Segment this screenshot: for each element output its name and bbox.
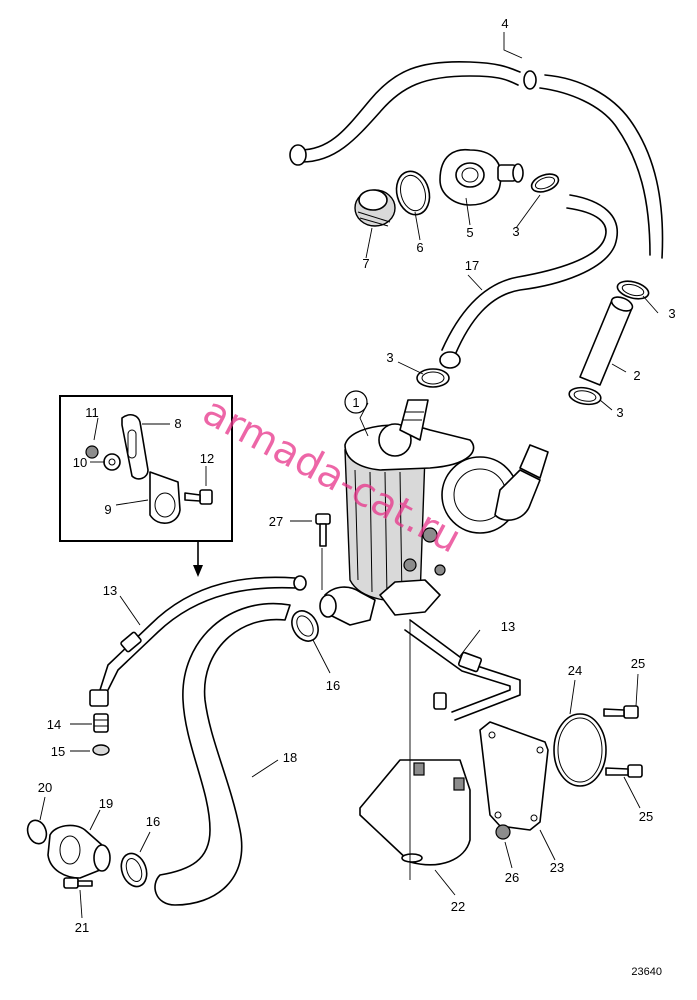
watermark: armada-cat.ru (195, 388, 468, 562)
callout-27: 27 (269, 514, 283, 529)
o-ring-20 (26, 819, 48, 845)
callout-10: 10 (73, 455, 87, 470)
clamp-3b (616, 280, 650, 300)
callout-11: 11 (85, 405, 99, 420)
washer-10 (103, 453, 121, 471)
callout-26: 26 (505, 870, 519, 885)
callout-9: 9 (104, 502, 111, 517)
bracket-22 (359, 759, 471, 866)
callout-2: 2 (633, 368, 640, 383)
callout-14: 14 (47, 717, 61, 732)
leader-lines (39, 32, 659, 919)
clamp-3a (530, 173, 560, 193)
callout-6: 6 (416, 240, 423, 255)
bolt-25-upper (603, 705, 639, 719)
pipe-13-right (404, 619, 521, 721)
callout-3d: 3 (616, 405, 623, 420)
pipe-13-left (89, 575, 307, 707)
nut-11 (85, 445, 99, 459)
hose-4 (289, 60, 664, 259)
callout-3c: 3 (386, 350, 393, 365)
callout-3a: 3 (512, 224, 519, 239)
cover-plate-23 (479, 721, 549, 831)
clamp-16-lower (120, 852, 148, 888)
callout-17: 17 (465, 258, 479, 273)
inset-box (59, 395, 233, 542)
callout-4: 4 (501, 16, 508, 31)
clip-9 (149, 471, 181, 524)
bolt-27 (315, 513, 331, 547)
callout-20: 20 (38, 780, 52, 795)
callout-19: 19 (99, 796, 113, 811)
hose-2 (579, 296, 634, 386)
drawing-number: 23640 (631, 966, 662, 978)
callout-24: 24 (568, 663, 582, 678)
callout-23: 23 (550, 860, 564, 875)
clamp-16-upper (291, 610, 319, 642)
clamp-3d (568, 386, 602, 406)
callout-3b: 3 (668, 306, 675, 321)
callout-13-left: 13 (103, 583, 117, 598)
callout-13-right: 13 (501, 619, 515, 634)
callout-labels: 1 2 3 3 3 3 4 5 6 7 8 9 10 11 12 13 13 1… (38, 16, 676, 935)
nipple-14 (93, 713, 109, 733)
bolt-12 (184, 489, 213, 505)
callout-22: 22 (451, 899, 465, 914)
cover-5 (439, 148, 524, 206)
clamp-3c (416, 368, 450, 388)
callout-7: 7 (362, 256, 369, 271)
callout-8: 8 (174, 416, 181, 431)
nut-26 (495, 824, 511, 840)
callout-5: 5 (466, 225, 473, 240)
hose-18 (154, 602, 291, 906)
hose-17 (439, 194, 618, 369)
callout-18: 18 (283, 750, 297, 765)
callout-15: 15 (51, 744, 65, 759)
callout-1: 1 (352, 395, 359, 410)
fitting-19 (47, 824, 111, 879)
bolt-25-lower (605, 764, 643, 778)
callout-16-lower: 16 (146, 814, 160, 829)
callout-16-upper: 16 (326, 678, 340, 693)
o-ring-24 (553, 713, 607, 787)
o-ring-6 (395, 170, 431, 216)
callout-25-upper: 25 (631, 656, 645, 671)
washer-15 (92, 744, 110, 756)
callout-12: 12 (200, 451, 214, 466)
callout-25-lower: 25 (639, 809, 653, 824)
plate-8 (121, 413, 149, 480)
bolt-21 (63, 877, 93, 889)
seawater-pump-1 (319, 399, 549, 626)
cap-7 (354, 189, 396, 227)
callout-21: 21 (75, 920, 89, 935)
